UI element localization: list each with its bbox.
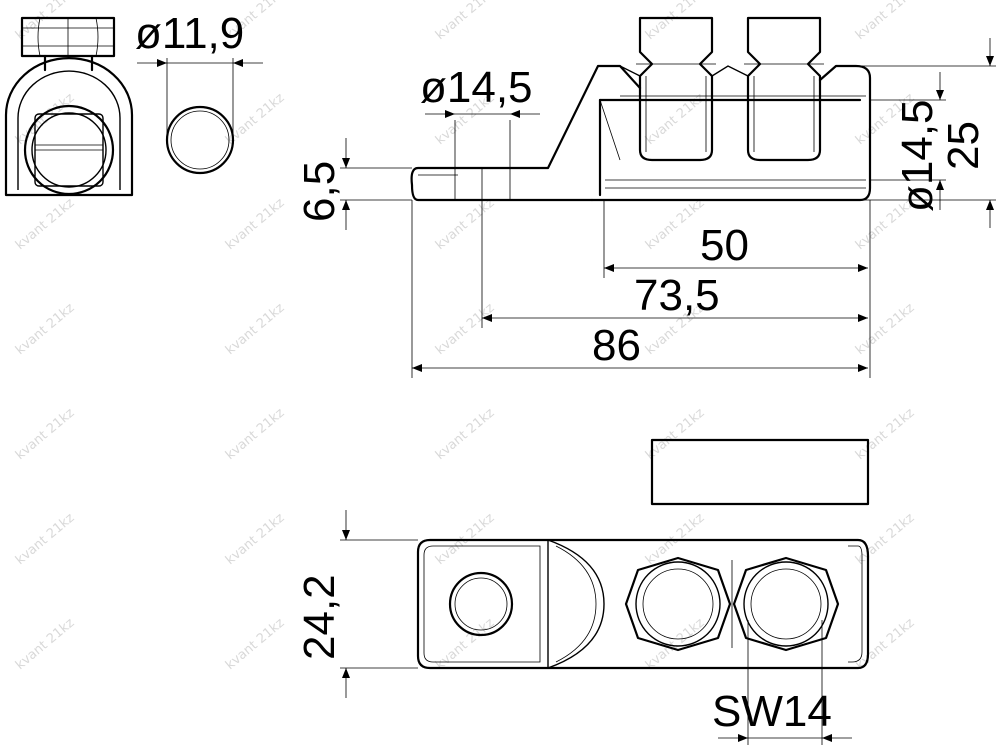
dim-small-hole-diameter: ø11,9 [135, 9, 244, 58]
dim-width-24-2: 24,2 [295, 574, 344, 660]
watermark-text: kvant 21kz [13, 405, 78, 463]
dim-cable-diameter: ø14,5 [893, 99, 942, 212]
watermark-text: kvant 21kz [433, 195, 498, 253]
side-view: ø14,5 6,5 ø14,5 25 50 73,5 86 [295, 16, 996, 378]
watermark-text: kvant 21kz [853, 615, 918, 673]
dim-lug-thickness: 6,5 [295, 161, 344, 222]
watermark-text: kvant 21kz [433, 405, 498, 463]
watermark-text: kvant 21kz [223, 510, 288, 568]
watermark-text: kvant 21kz [223, 195, 288, 253]
watermark-text: kvant 21kz [223, 405, 288, 463]
watermark-text: kvant 21kz [13, 615, 78, 673]
watermark-text: kvant 21kz [853, 0, 918, 43]
watermark-text: kvant 21kz [13, 510, 78, 568]
watermark-text: kvant 21kz [643, 0, 708, 43]
watermark-text: kvant 21kz [853, 510, 918, 568]
dim-lug-hole-diameter: ø14,5 [420, 63, 533, 112]
watermark-text: kvant 21kz [13, 195, 78, 253]
watermark-text: kvant 21kz [433, 615, 498, 673]
watermark-text: kvant 21kz [433, 0, 498, 43]
watermark-text: kvant 21kz [853, 405, 918, 463]
watermark-text: kvant 21kz [643, 195, 708, 253]
dim-wrench-size: SW14 [712, 687, 832, 736]
top-view: 24,2 SW14 [295, 510, 870, 745]
watermark-text: kvant 21kz [223, 300, 288, 358]
watermark-text: kvant 21kz [433, 300, 498, 358]
end-block-view [650, 438, 870, 506]
dim-total-height: 25 [939, 121, 988, 170]
dim-length-50: 50 [700, 221, 749, 270]
dim-length-73-5: 73,5 [634, 271, 720, 320]
watermark-text: kvant 21kz [223, 615, 288, 673]
dim-length-86: 86 [592, 321, 641, 370]
end-view: ø11,9 [4, 9, 263, 197]
watermark-text: kvant 21kz [853, 300, 918, 358]
watermark-text: kvant 21kz [13, 300, 78, 358]
